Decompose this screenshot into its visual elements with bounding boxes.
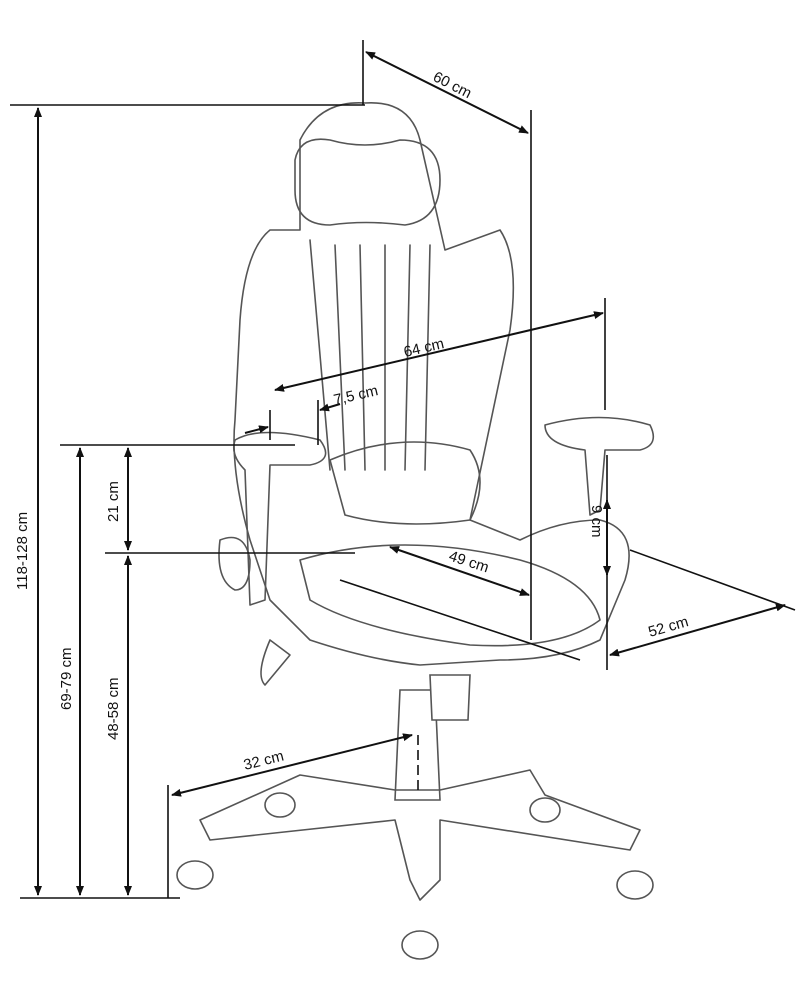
label-7-5cm: 7,5 cm — [332, 382, 380, 409]
star-base — [199, 769, 641, 901]
dimension-arrows — [34, 51, 786, 896]
lumbar-pillow — [329, 441, 481, 525]
arrow-32cm — [171, 733, 413, 797]
seat — [299, 544, 601, 647]
label-32cm: 32 cm — [242, 748, 286, 774]
label-seat-height: 48-58 cm — [105, 677, 122, 740]
label-total-height: 118-128 cm — [14, 512, 31, 590]
label-21cm: 21 cm — [105, 481, 122, 522]
label-52cm: 52 cm — [646, 613, 690, 641]
tilt-knob — [218, 536, 251, 591]
arrow-60cm — [365, 51, 529, 134]
label-armrest-floor: 69-79 cm — [58, 647, 75, 710]
height-lever — [260, 639, 291, 686]
label-60cm: 60 cm — [430, 68, 474, 102]
headrest-pillow — [294, 138, 441, 226]
mechanism — [429, 674, 471, 721]
arrow-52cm — [609, 603, 786, 657]
arrow-7-5cm-left — [244, 425, 269, 434]
label-9cm: 9 cm — [588, 505, 605, 538]
arrow-7-5cm-right — [319, 403, 341, 412]
arrow-49cm — [389, 546, 530, 596]
dimension-labels: 60 cm 118-128 cm 69-79 cm 48-58 cm 21 cm… — [14, 68, 690, 773]
right-armrest — [544, 416, 655, 516]
arrow-64cm — [274, 311, 604, 392]
chair-drawing — [176, 102, 655, 960]
casters — [176, 792, 654, 960]
